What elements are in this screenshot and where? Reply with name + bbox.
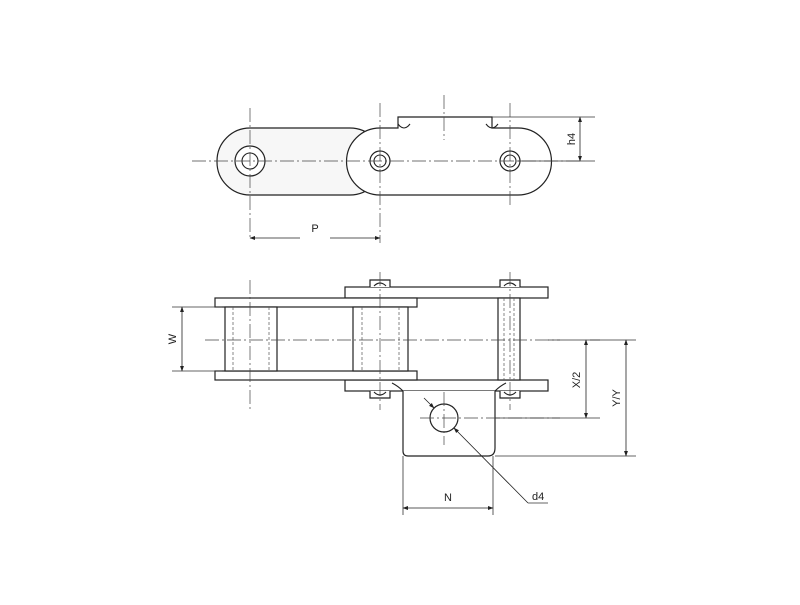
diameter-label: d4 <box>532 491 544 503</box>
attachment-link-plate <box>345 116 553 196</box>
height-label: h4 <box>566 133 578 145</box>
diameter-arrow-in <box>423 397 435 409</box>
roller-middle <box>352 306 409 372</box>
inner-plate-bottom <box>214 370 418 381</box>
outer-plate-bottom <box>344 379 549 392</box>
label-mask <box>300 224 330 244</box>
bracket-bend <box>494 382 507 392</box>
pin-right <box>497 297 521 381</box>
diameter-leader <box>453 427 529 504</box>
width-label: W <box>167 333 179 344</box>
tab-notch-left <box>397 123 411 129</box>
tab-notch-right <box>485 123 499 129</box>
top-view: P h4 <box>192 95 595 244</box>
offset-y-label: Y/Y <box>611 388 623 406</box>
offset-n-label: N <box>444 492 452 504</box>
half-x-label: X/2 <box>571 372 583 389</box>
pitch-label: P <box>311 223 318 235</box>
outer-plate-top <box>344 286 549 299</box>
inner-plate-top <box>214 297 418 308</box>
roller-left <box>224 306 278 372</box>
bottom-view: W X/2 Y/Y d4 N <box>167 272 636 515</box>
bracket-bend <box>391 382 404 392</box>
